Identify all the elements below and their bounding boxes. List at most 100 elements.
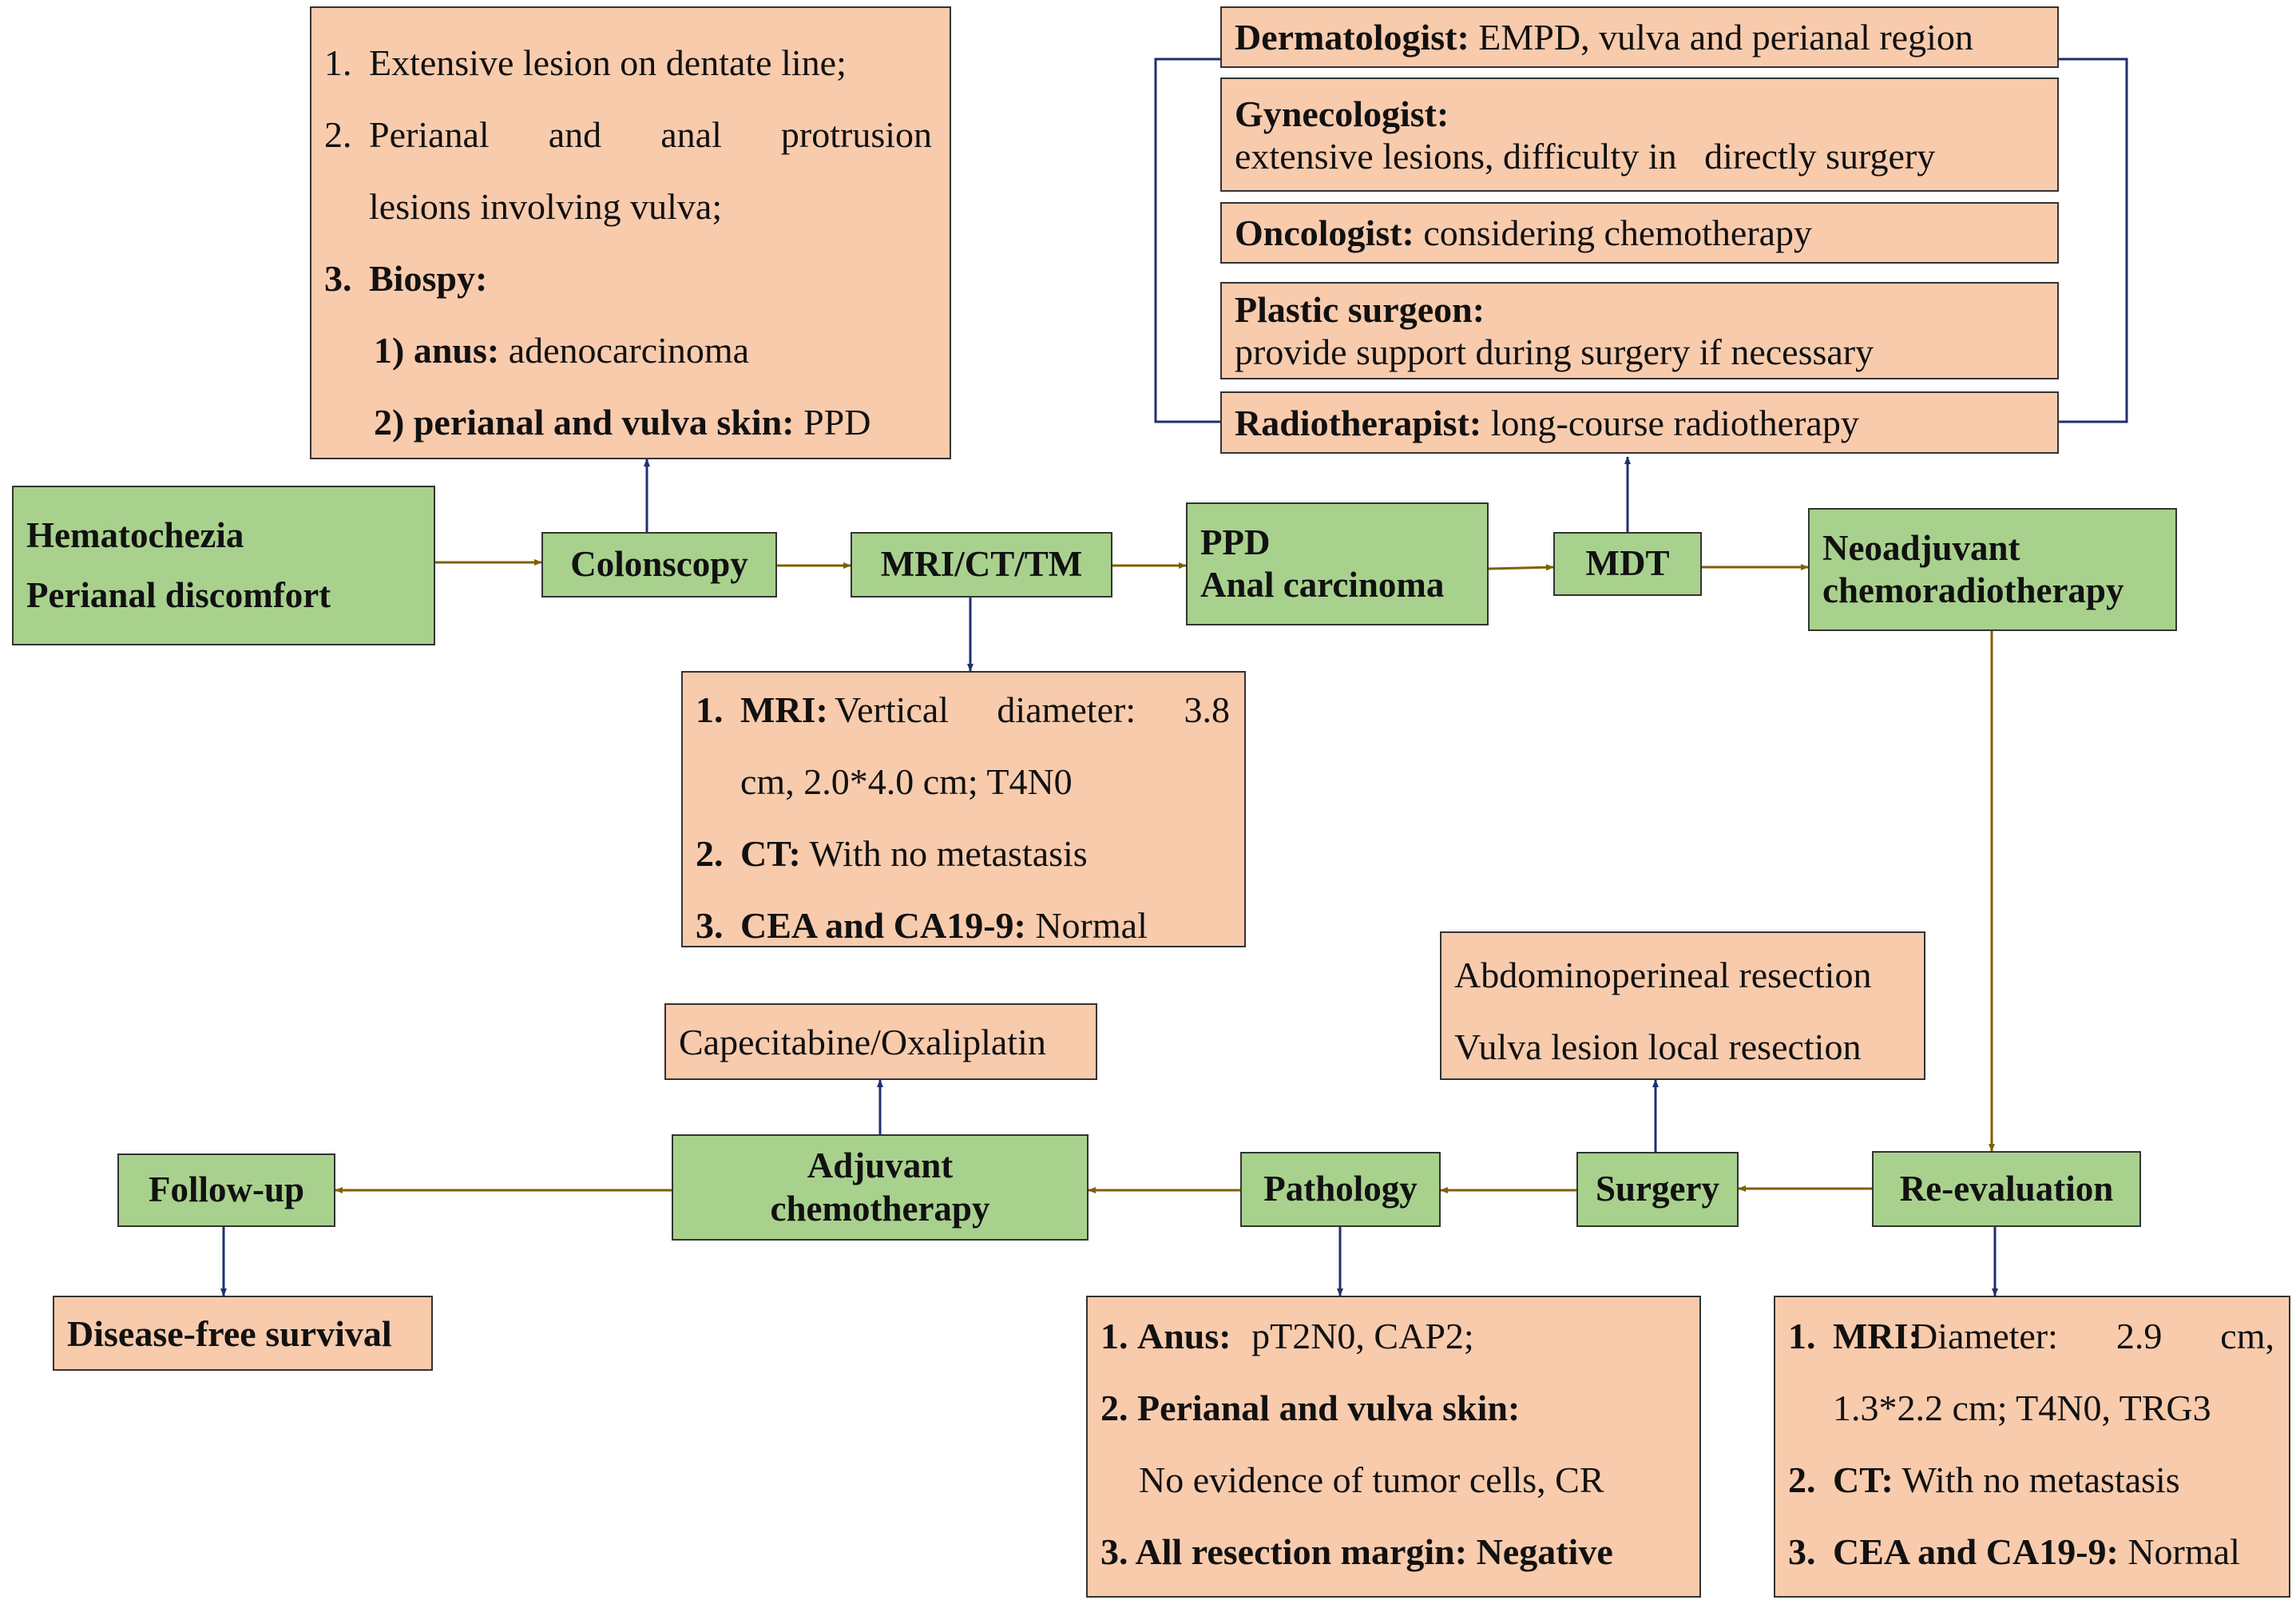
colonscopy-item1-num: 1. — [324, 42, 352, 83]
reeval-item3: 3. CEA and CA19-9: Normal — [1788, 1531, 2240, 1573]
arrow-diagnosis-to-mdt — [1488, 564, 1554, 571]
node-neoadjuvant-line1: Neoadjuvant — [1822, 527, 2020, 568]
node-hematochezia-line2: Perianal discomfort — [26, 575, 331, 615]
colonscopy-item2-text: Perianal and anal protrusion — [369, 114, 932, 155]
mdt-radiotherapist: Radiotherapist: long-course radiotherapy — [1220, 391, 2059, 454]
colonscopy-item3: 3. Biospy: — [324, 257, 487, 300]
node-surgery: Surgery — [1576, 1152, 1739, 1227]
reeval-item2-num: 2. — [1788, 1459, 1816, 1500]
imaging-item3-label: CEA and CA19-9: — [740, 905, 1026, 946]
node-hematochezia-line1: Hematochezia — [26, 514, 244, 555]
colonscopy-sub1: 1) anus: adenocarcinoma — [374, 329, 749, 371]
node-pathology-label: Pathology — [1263, 1169, 1418, 1209]
pathology-item2-label: Perianal and vulva skin: — [1137, 1388, 1521, 1428]
imaging-item3-num: 3. — [696, 905, 724, 946]
node-mdt: MDT — [1553, 532, 1702, 596]
node-followup-label: Follow-up — [148, 1169, 305, 1210]
colonscopy-item2: 2. — [324, 113, 352, 156]
mdt-radiotherapist-text: long-course radiotherapy — [1490, 402, 1859, 443]
node-diagnosis-line2: Anal carcinoma — [1200, 565, 1445, 605]
node-pathology: Pathology — [1240, 1152, 1441, 1227]
colonscopy-item3-num: 3. — [324, 258, 352, 299]
mdt-dermatologist: Dermatologist: EMPD, vulva and perianal … — [1220, 6, 2059, 68]
reeval-item3-label: CEA and CA19-9: — [1833, 1531, 2119, 1572]
colonscopy-item1: 1. Extensive lesion on dentate line; — [324, 42, 847, 84]
imaging-item2-num: 2. — [696, 833, 724, 874]
imaging-item3-text: Normal — [1035, 905, 1148, 946]
mdt-dermatologist-role: Dermatologist: — [1235, 17, 1469, 58]
reeval-item3-num: 3. — [1788, 1531, 1816, 1572]
node-neoadjuvant: Neoadjuvant chemoradiotherapy — [1808, 508, 2177, 631]
colonscopy-item1-text: Extensive lesion on dentate line; — [369, 42, 847, 83]
mdt-gynecologist: Gynecologist: extensive lesions, difficu… — [1220, 77, 2059, 192]
reeval-item1-num: 1. — [1788, 1316, 1816, 1356]
mdt-gynecologist-role: Gynecologist: — [1235, 93, 1449, 134]
reevaluation-findings-box: 1. MRI: Diameter: 2.9 cm, 1.3*2.2 cm; T4… — [1774, 1296, 2290, 1598]
mdt-dermatologist-text: EMPD, vulva and perianal region — [1478, 17, 1973, 58]
surgery-procedures-box: Abdominoperineal resection Vulva lesion … — [1440, 931, 1925, 1080]
pathology-item3: 3. All resection margin: Negative — [1100, 1531, 1613, 1573]
mdt-oncologist-role: Oncologist: — [1235, 212, 1414, 253]
surgery-procedure-2: Vulva lesion local resection — [1454, 1026, 1862, 1067]
adjuvant-regimen-label: Capecitabine/Oxaliplatin — [679, 1021, 1046, 1062]
mdt-plastic-surgeon: Plastic surgeon: provide support during … — [1220, 282, 2059, 379]
imaging-item2-text: With no metastasis — [809, 833, 1088, 874]
colonscopy-item2-num: 2. — [324, 114, 352, 155]
mdt-oncologist-text: considering chemotherapy — [1423, 212, 1813, 253]
imaging-item2-label: CT: — [740, 833, 801, 874]
imaging-item1-cont: cm, 2.0*4.0 cm; T4N0 — [740, 761, 1073, 802]
mdt-dermatologist-row: Dermatologist: EMPD, vulva and perianal … — [1235, 16, 2057, 58]
mdt-oncologist: Oncologist: considering chemotherapy — [1220, 202, 2059, 264]
reeval-item2-label: CT: — [1833, 1459, 1894, 1500]
mdt-oncologist-row: Oncologist: considering chemotherapy — [1235, 212, 2057, 254]
node-colonscopy: Colonscopy — [541, 532, 777, 598]
colonscopy-sub2-text: PPD — [803, 402, 871, 443]
mdt-team-left-bracket — [1154, 58, 1220, 423]
node-mdt-label: MDT — [1585, 543, 1670, 584]
node-adjuvant: Adjuvant chemotherapy — [672, 1134, 1089, 1241]
imaging-item1-text: Vertical diameter: 3.8 — [835, 689, 1230, 730]
mdt-radiotherapist-role: Radiotherapist: — [1235, 402, 1482, 443]
imaging-findings-box: 1. MRI: Vertical diameter: 3.8 cm, 2.0*4… — [681, 671, 1246, 947]
pathology-findings-box: 1. Anus: pT2N0, CAP2; 2. Perianal and vu… — [1086, 1296, 1701, 1598]
colonscopy-sub1-label: 1) anus: — [374, 330, 500, 371]
imaging-item1-num: 1. — [696, 689, 724, 730]
outcome-label: Disease-free survival — [67, 1312, 392, 1354]
pathology-item3-label: All resection margin: Negative — [1135, 1531, 1613, 1572]
node-adjuvant-line2: chemotherapy — [770, 1188, 990, 1229]
surgery-procedure-1: Abdominoperineal resection — [1454, 955, 1872, 995]
mdt-gynecologist-text: extensive lesions, difficulty in directl… — [1235, 135, 1936, 177]
imaging-item3: 3. CEA and CA19-9: Normal — [696, 904, 1148, 947]
imaging-item2: 2. CT: With no metastasis — [696, 832, 1088, 875]
pathology-item1-text: pT2N0, CAP2; — [1251, 1316, 1474, 1356]
pathology-item3-num: 3. — [1100, 1531, 1128, 1572]
reeval-item1-text: Diameter: 2.9 cm, — [1911, 1316, 2274, 1356]
pathology-item2: 2. Perianal and vulva skin: — [1100, 1387, 1520, 1429]
colonscopy-sub2: 2) perianal and vulva skin: PPD — [374, 401, 870, 443]
pathology-item1-label: Anus: — [1137, 1316, 1231, 1356]
node-imaging: MRI/CT/TM — [851, 532, 1112, 598]
colonscopy-sub1-text: adenocarcinoma — [508, 330, 750, 371]
reeval-item2: 2. CT: With no metastasis — [1788, 1459, 2180, 1501]
outcome-box: Disease-free survival — [53, 1296, 433, 1371]
mdt-team-right-bracket — [2059, 58, 2128, 423]
colonscopy-findings-box: 1. Extensive lesion on dentate line; 2. … — [310, 6, 951, 459]
colonscopy-item2-cont: lesions involving vulva; — [369, 186, 723, 227]
reeval-item1-cont: 1.3*2.2 cm; T4N0, TRG3 — [1833, 1388, 2211, 1428]
colonscopy-item3-label: Biospy: — [369, 258, 488, 299]
pathology-item1: 1. Anus: pT2N0, CAP2; — [1100, 1315, 1474, 1357]
node-surgery-label: Surgery — [1596, 1169, 1719, 1209]
node-imaging-label: MRI/CT/TM — [880, 544, 1083, 585]
mdt-plastic-text: provide support during surgery if necess… — [1235, 332, 1874, 372]
colonscopy-sub2-label: 2) perianal and vulva skin: — [374, 402, 795, 443]
node-neoadjuvant-line2: chemoradiotherapy — [1822, 570, 2124, 610]
node-reevaluation: Re-evaluation — [1872, 1151, 2141, 1227]
reeval-item1-label: MRI: — [1833, 1316, 1921, 1356]
pathology-item1-num: 1. — [1100, 1316, 1128, 1356]
node-diagnosis-line1: PPD — [1200, 522, 1271, 562]
node-adjuvant-line1: Adjuvant — [807, 1145, 954, 1186]
mdt-plastic-role: Plastic surgeon: — [1235, 289, 1485, 330]
pathology-item2-cont: No evidence of tumor cells, CR — [1139, 1459, 1604, 1500]
